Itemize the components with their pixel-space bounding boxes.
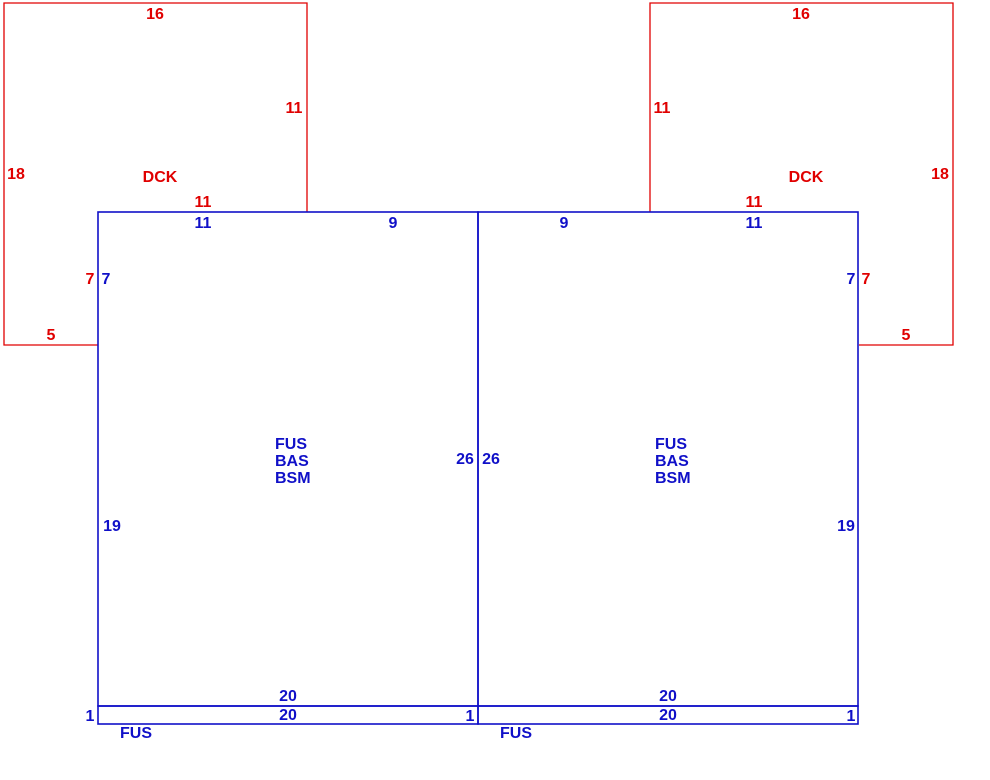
deck-right-name: DCK: [789, 169, 824, 186]
unit-right-label-3: BSM: [655, 470, 691, 487]
strip-left-dim-length: 20: [279, 707, 297, 724]
unit-left-dim-top-b: 9: [389, 215, 398, 232]
deck-left-dim-top: 16: [146, 6, 164, 23]
unit-left-label-2: BAS: [275, 453, 309, 470]
deck-left-dim-bottom-inner: 11: [195, 194, 212, 211]
strip-right-label: FUS: [500, 725, 532, 742]
unit-right-label-1: FUS: [655, 436, 687, 453]
unit-right-dim-top-b: 11: [746, 215, 763, 232]
deck-right-dim-stub: 5: [902, 327, 911, 344]
unit-right-dim-right: 19: [837, 518, 855, 535]
strip-left-dim-end-right: 1: [466, 708, 475, 725]
deck-left-dim-right-upper: 11: [286, 100, 303, 117]
unit-left-label-1: FUS: [275, 436, 307, 453]
unit-right-dim-center: 26: [482, 451, 500, 468]
deck-left-dim-left: 18: [7, 166, 25, 183]
unit-left-dim-side: 7: [102, 271, 111, 288]
unit-right-dim-side: 7: [847, 271, 856, 288]
strip-right-dim-end-right: 1: [847, 708, 856, 725]
strip-left-dim-end-left: 1: [86, 708, 95, 725]
deck-left-outline: [3, 2, 308, 346]
strip-right-dim-length: 20: [659, 707, 677, 724]
deck-right-dim-left-upper: 11: [654, 100, 671, 117]
unit-right-label-2: BAS: [655, 453, 689, 470]
unit-right-dim-top-a: 9: [560, 215, 569, 232]
unit-left-label-3: BSM: [275, 470, 311, 487]
deck-left-dim-side: 7: [86, 271, 95, 288]
deck-right-dim-side: 7: [862, 271, 871, 288]
deck-left-name: DCK: [143, 169, 178, 186]
unit-left-dim-left: 19: [103, 518, 121, 535]
deck-right-dim-right: 18: [931, 166, 949, 183]
unit-left-dim-center: 26: [456, 451, 474, 468]
unit-right-dim-bottom: 20: [659, 688, 677, 705]
strip-right-outline: [477, 705, 859, 725]
unit-left-dim-bottom: 20: [279, 688, 297, 705]
deck-right-dim-bottom-inner: 11: [746, 194, 763, 211]
deck-left-dim-stub: 5: [47, 327, 56, 344]
deck-right-outline: [649, 2, 954, 346]
strip-left-label: FUS: [120, 725, 152, 742]
deck-right-dim-top: 16: [792, 6, 810, 23]
unit-left-dim-top-a: 11: [195, 215, 212, 232]
